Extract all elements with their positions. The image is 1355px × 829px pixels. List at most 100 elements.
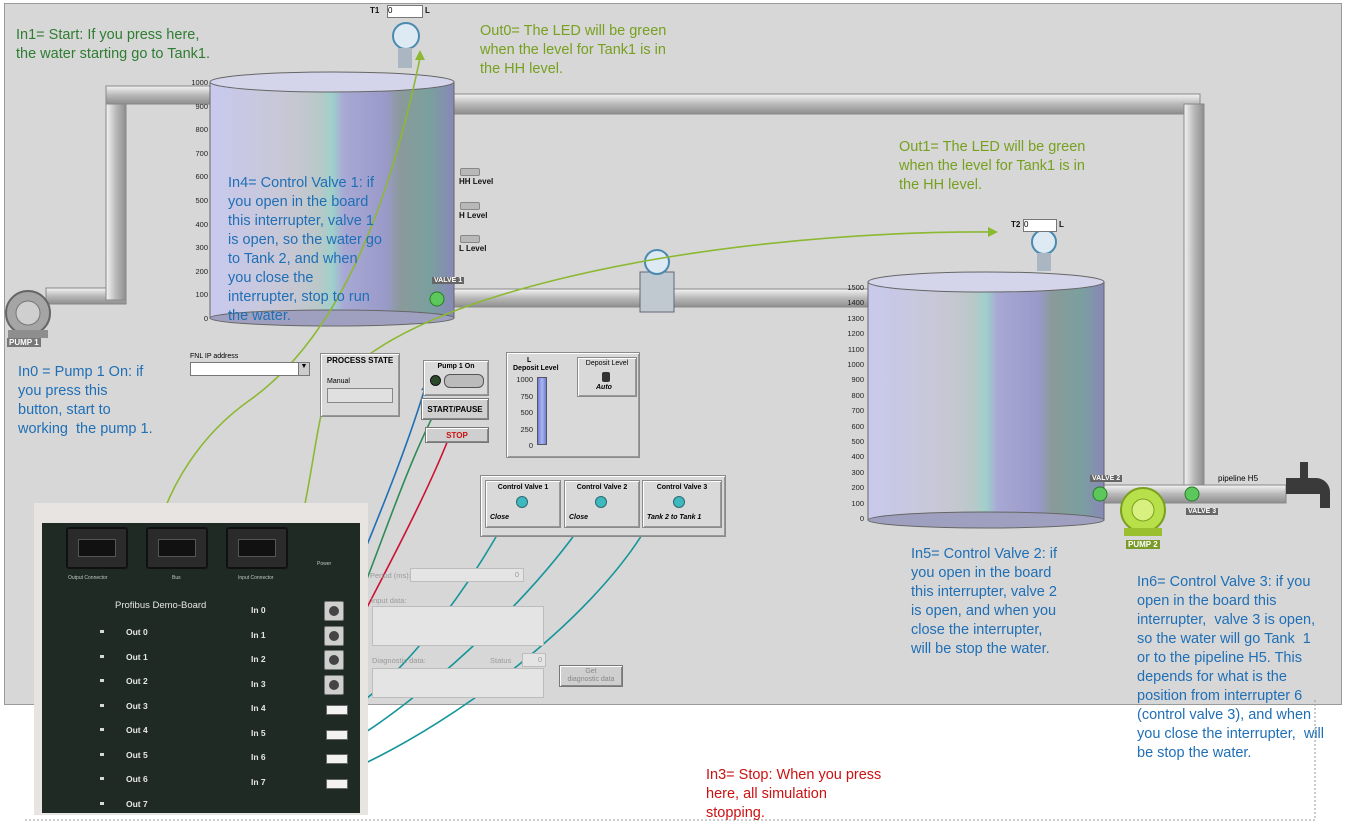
tank1-tick-label: 800 bbox=[195, 125, 208, 135]
fnl-ip-select[interactable]: ▼ bbox=[190, 362, 310, 376]
valve2-label: VALVE 2 bbox=[1090, 475, 1123, 482]
board-output-label: Out 6 bbox=[126, 774, 148, 784]
valve-switch-icon[interactable] bbox=[595, 496, 607, 508]
process-state-value bbox=[327, 388, 393, 403]
tank1-tick-label: 700 bbox=[195, 148, 208, 158]
l-level-label: L Level bbox=[459, 244, 487, 253]
tank2-tick-label: 800 bbox=[851, 390, 864, 400]
tank1-body bbox=[209, 81, 455, 319]
tank1-top bbox=[209, 71, 455, 93]
board-output-label: Out 5 bbox=[126, 749, 148, 760]
deposit-unit: L bbox=[527, 357, 532, 364]
get-diagnostic-button[interactable]: Get diagnostic data bbox=[559, 665, 623, 687]
status-value: 0 bbox=[537, 655, 542, 664]
board-dip-switch[interactable] bbox=[326, 729, 348, 740]
t1-label: T1 bbox=[370, 6, 380, 15]
control-valve-title: Control Valve 1 bbox=[497, 484, 549, 491]
board-pushbutton[interactable] bbox=[324, 625, 344, 646]
note-in6: In6= Control Valve 3: if you open in the… bbox=[1137, 574, 1324, 761]
tank2-tick-label: 900 bbox=[851, 375, 864, 385]
deposit-gauge bbox=[537, 377, 547, 445]
input-connector-label: Input Connector bbox=[238, 575, 274, 581]
board-input-label: In 5 bbox=[251, 727, 266, 738]
board-input-label: In 1 bbox=[251, 629, 266, 640]
valve-switch-icon[interactable] bbox=[516, 496, 528, 508]
t2-unit: L bbox=[1059, 220, 1064, 229]
note-in0: In0 = Pump 1 On: if you press this butto… bbox=[18, 364, 153, 437]
t1-unit: L bbox=[425, 6, 430, 15]
control-valve-title: Control Valve 3 bbox=[656, 484, 708, 491]
tank2-tick-label: 600 bbox=[851, 421, 864, 431]
valve2-icon[interactable] bbox=[1092, 486, 1108, 502]
input-data-field[interactable] bbox=[372, 606, 544, 646]
board-dip-switch[interactable] bbox=[326, 778, 348, 789]
fnl-ip-label: FNL IP address bbox=[190, 353, 239, 360]
tank2-tick-label: 1200 bbox=[847, 329, 864, 339]
tank2-bottom bbox=[867, 511, 1105, 529]
valve-switch-icon[interactable] bbox=[673, 496, 685, 508]
pump1-label: PUMP 1 bbox=[7, 338, 41, 347]
board-input-label: In 4 bbox=[251, 703, 266, 713]
deposit-tick-label: 500 bbox=[520, 408, 533, 417]
tank2-tick-label: 400 bbox=[851, 452, 864, 462]
flowmeter-icon bbox=[639, 271, 675, 313]
status-label: Status bbox=[490, 656, 512, 665]
chevron-down-icon[interactable]: ▼ bbox=[298, 363, 309, 375]
pump-on-led bbox=[430, 375, 441, 386]
tank2-tick-label: 1100 bbox=[847, 344, 864, 354]
board-output-label: Out 7 bbox=[126, 798, 148, 809]
period-field[interactable]: 0 bbox=[410, 568, 524, 582]
tank2-tick-label: 100 bbox=[851, 498, 864, 508]
board-title: Profibus Demo-Board bbox=[115, 600, 207, 611]
deposit-switch-value: Auto bbox=[596, 384, 612, 391]
board-pushbutton[interactable] bbox=[324, 674, 344, 695]
arrow-in6 bbox=[354, 529, 646, 769]
board-input-label: In 7 bbox=[251, 776, 266, 787]
output-led bbox=[100, 630, 104, 633]
profibus-board-photo: Output Connector Bus Input Connector Pow… bbox=[34, 503, 368, 815]
valve1-icon[interactable] bbox=[429, 291, 445, 307]
stop-button[interactable]: STOP bbox=[425, 427, 489, 443]
tank2-tick-label: 1000 bbox=[847, 360, 864, 369]
pump2-label: PUMP 2 bbox=[1126, 540, 1160, 549]
process-state-title: PROCESS STATE bbox=[326, 356, 394, 365]
tank1-bottom bbox=[209, 309, 455, 327]
tank1-tick-label: 300 bbox=[195, 243, 208, 253]
deposit-switch-toggle[interactable] bbox=[602, 372, 610, 382]
process-state-mode: Manual bbox=[327, 378, 350, 385]
deposit-tick-label: 1000 bbox=[516, 375, 533, 384]
diag-data-field[interactable] bbox=[372, 668, 544, 698]
tank2-tick-label: 300 bbox=[851, 467, 864, 477]
input-connector bbox=[226, 527, 288, 569]
pipe-segment bbox=[1183, 103, 1205, 495]
status-field: 0 bbox=[522, 653, 546, 667]
board-input-label: In 2 bbox=[251, 654, 266, 664]
board-pushbutton[interactable] bbox=[324, 601, 344, 621]
board-pushbutton[interactable] bbox=[324, 650, 344, 670]
tank2-body bbox=[867, 281, 1105, 521]
pipeline-label: pipeline H5 bbox=[1218, 474, 1259, 483]
valve3-icon[interactable] bbox=[1184, 486, 1200, 502]
tank1-tick-label: 900 bbox=[195, 101, 208, 111]
note-in3: In3= Stop: When you press here, all simu… bbox=[706, 767, 882, 821]
valve3-label: VALVE 3 bbox=[1186, 508, 1219, 515]
tank2-tick-label: 1300 bbox=[847, 313, 864, 323]
output-led bbox=[100, 728, 104, 731]
deposit-level-switch: Deposit Level Auto bbox=[577, 357, 637, 397]
pump-on-label: Pump 1 On bbox=[437, 363, 475, 370]
tank2-tick-label: 700 bbox=[851, 406, 864, 416]
input-data-label: Input data: bbox=[371, 596, 407, 605]
control-valve-title: Control Valve 2 bbox=[576, 484, 628, 491]
h-level-led bbox=[460, 202, 480, 210]
start-pause-button[interactable]: START/PAUSE bbox=[421, 398, 489, 420]
pump-on-toggle[interactable] bbox=[444, 374, 484, 388]
board-dip-switch[interactable] bbox=[326, 754, 348, 764]
pipe-segment bbox=[449, 93, 1201, 115]
arrow-in5 bbox=[349, 529, 579, 743]
note-out1: Out1= The LED will be green when the lev… bbox=[899, 139, 1086, 193]
board-dip-switch[interactable] bbox=[326, 705, 348, 715]
